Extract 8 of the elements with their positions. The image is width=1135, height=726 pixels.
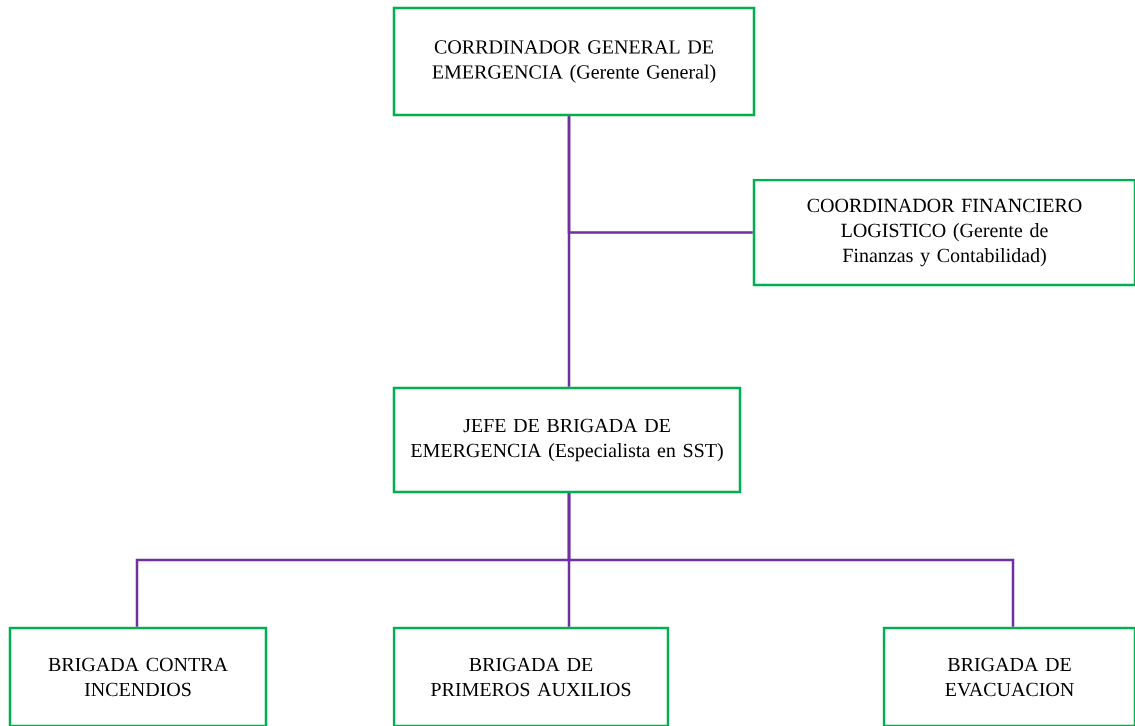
org-box: JEFE DE BRIGADA DE EMERGENCIA (Especialista en SST) [392, 386, 742, 494]
org-box: BRIGADA DE EVACUACION [882, 626, 1135, 726]
org-box: CORRDINADOR GENERAL DE EMERGENCIA (Gerente General) [392, 6, 756, 117]
connector-line [567, 493, 1015, 627]
org-box: BRIGADA DE PRIMEROS AUXILIOS [392, 626, 670, 726]
connector-line [567, 116, 571, 387]
org-box: COORDINADOR FINANCIERO LOGISTICO (Gerente de Finanzas y Contabilidad) [752, 178, 1135, 287]
org-box: BRIGADA CONTRA INCENDIOS [8, 626, 268, 726]
